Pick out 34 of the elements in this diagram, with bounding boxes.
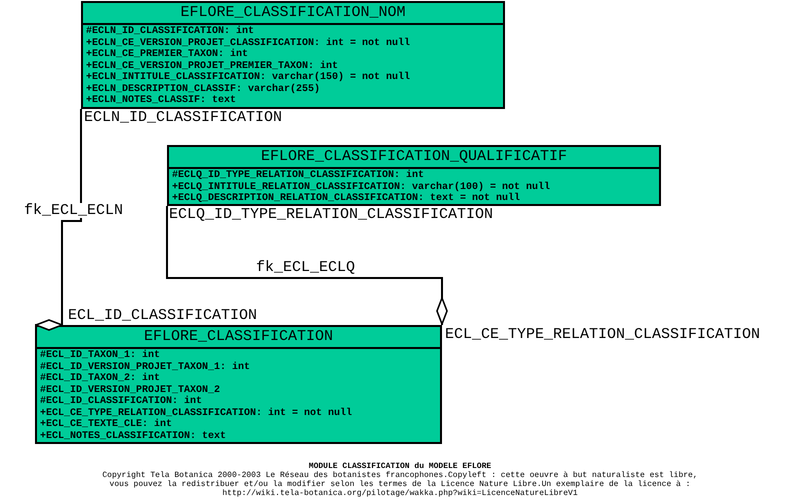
edge-label: fk_ECL_ECLN	[24, 203, 124, 218]
edge-label: fk_ECL_ECLQ	[256, 260, 356, 275]
attribute-text: #ECL_ID_TAXON_2: int	[40, 373, 160, 384]
attribute-text: #ECLN_ID_CLASSIFICATION: int	[86, 26, 254, 38]
attribute-text: +ECLN_CE_VERSION_PROJET_CLASSIFICATION: int = not null	[86, 38, 410, 48]
entity-table	[167, 145, 661, 206]
attribute-text: +ECLN_CE_PREMIER_TAXON: int	[86, 49, 248, 60]
role-label: ECLN_ID_CLASSIFICATION	[84, 110, 282, 125]
diagram-title: MODULE CLASSIFICATION du MODELE EFLORE	[308, 462, 492, 471]
attribute-text: +ECLQ_INTITULE_RELATION_CLASSIFICATION: varchar(100) = not null	[172, 182, 550, 192]
attribute-text: +ECLN_NOTES_CLASSIF: text	[86, 95, 236, 106]
attribute-text: #ECL_ID_VERSION_PROJET_TAXON_1: int	[40, 362, 250, 372]
entity-table	[35, 325, 442, 444]
attribute-text: +ECL_CE_TEXTE_CLE: int	[40, 419, 172, 430]
attribute-text: +ECL_CE_TYPE_RELATION_CLASSIFICATION: int = not null	[40, 408, 352, 418]
relationship-line	[35, 109, 82, 331]
entity-table	[81, 1, 505, 109]
role-label: ECL_ID_CLASSIFICATION	[68, 308, 258, 323]
attribute-text: #ECL_ID_CLASSIFICATION: int	[40, 396, 202, 408]
attribute-text: +ECLN_INTITULE_CLASSIFICATION: varchar(150) = not null	[86, 72, 410, 84]
attribute-text: +ECL_NOTES_CLASSIFICATION: text	[40, 430, 226, 442]
relationship-line	[166, 206, 448, 325]
attribute-text: #ECL_ID_VERSION_PROJET_TAXON_2	[40, 384, 220, 396]
table-header: EFLORE_CLASSIFICATION	[37, 327, 440, 349]
attribute-text: +ECLN_CE_VERSION_PROJET_PREMIER_TAXON: int	[86, 60, 338, 72]
table-header: EFLORE_CLASSIFICATION_QUALIFICATIF	[169, 147, 659, 169]
caption-text: Copyright Tela Botanica 2000-2003 Le Réseau des botanistes francophones.Copyleft : cette oeuvre à but naturaliste est libre, vous pouvez la redistribuer et/ou la modifier selon les termes de la Licence Nature Libre.Un exemplaire de la licence à : http://wiki.tela-botanica.org/pilotage/wakka.php?wiki=LicenceNatureLibreV1	[101, 471, 699, 498]
role-label: ECL_CE_TYPE_RELATION_CLASSIFICATION	[445, 327, 760, 342]
attribute-text: +ECLQ_DESCRIPTION_RELATION_CLASSIFICATION: text = not null	[172, 193, 520, 204]
table-header: EFLORE_CLASSIFICATION_NOM	[83, 3, 503, 25]
role-label: ECLQ_ID_TYPE_RELATION_CLASSIFICATION	[169, 207, 494, 222]
attribute-text: #ECLQ_ID_TYPE_RELATION_CLASSIFICATION: int	[172, 170, 424, 182]
attribute-text: +ECLN_DESCRIPTION_CLASSIF: varchar(255)	[86, 84, 320, 95]
attribute-text: #ECL_ID_TAXON_1: int	[40, 350, 160, 362]
